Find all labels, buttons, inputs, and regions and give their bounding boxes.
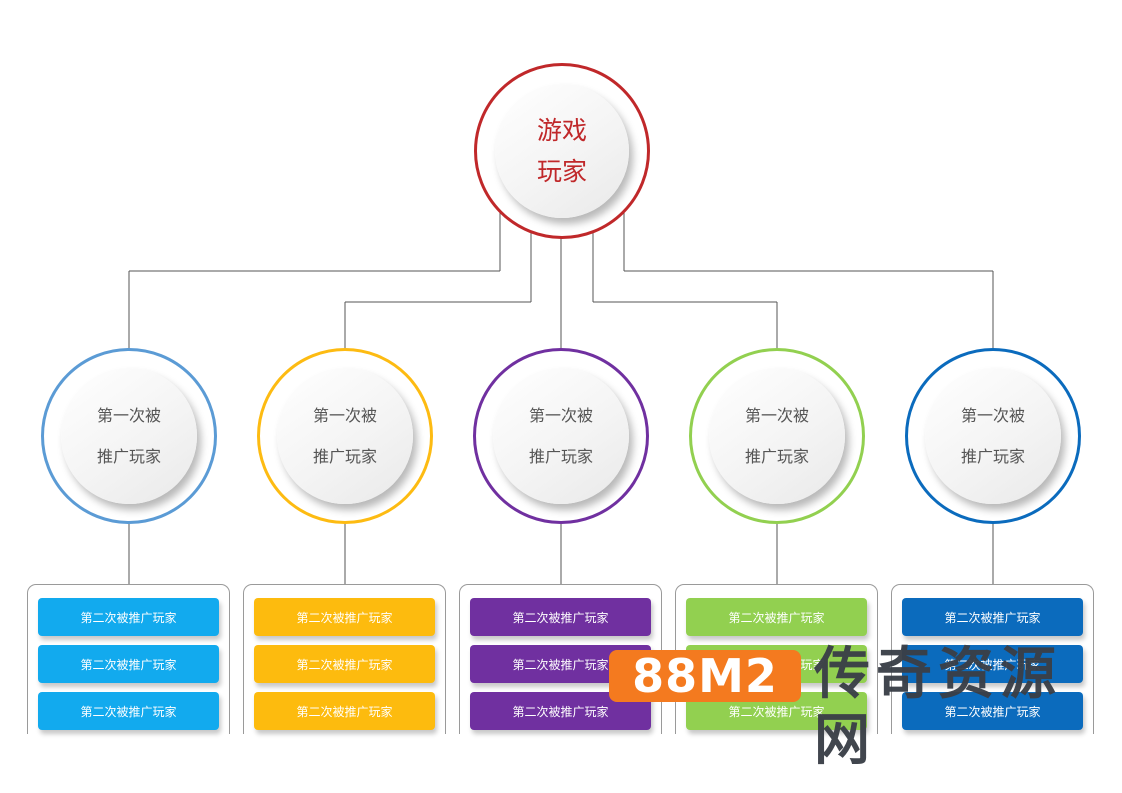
child-node: 第一次被推广玩家	[493, 368, 629, 504]
child-node-label-line2: 推广玩家	[960, 447, 1025, 466]
child-node-label-line1: 第一次被	[312, 406, 377, 425]
child-node-label-line1: 第一次被	[96, 406, 161, 425]
root-node: 游戏 玩家	[495, 84, 629, 218]
root-node-label-line1: 游戏	[536, 116, 587, 145]
sub-node-tag: 第二次被推广玩家	[686, 598, 867, 636]
sub-node-tag: 第二次被推广玩家	[38, 598, 219, 636]
child-node-label-line1: 第一次被	[744, 406, 809, 425]
watermark-badge: 88M2	[609, 649, 801, 703]
sub-list-panel: 第二次被推广玩家第二次被推广玩家第二次被推广玩家	[243, 584, 446, 734]
sub-list-panel: 第二次被推广玩家第二次被推广玩家第二次被推广玩家	[891, 584, 1094, 734]
child-node-label-line2: 推广玩家	[528, 447, 593, 466]
sub-node-tag: 第二次被推广玩家	[38, 645, 219, 683]
sub-node-tag: 第二次被推广玩家	[254, 598, 435, 636]
sub-node-tag: 第二次被推广玩家	[254, 645, 435, 683]
child-node-label-line1: 第一次被	[528, 406, 593, 425]
sub-node-tag: 第二次被推广玩家	[902, 645, 1083, 683]
child-node: 第一次被推广玩家	[709, 368, 845, 504]
child-node-label-line2: 推广玩家	[744, 447, 809, 466]
watermark-text: 传奇资源网	[814, 642, 1062, 773]
sub-node-tag: 第二次被推广玩家	[38, 692, 219, 730]
sub-node-tag: 第二次被推广玩家	[470, 598, 651, 636]
sub-node-tag: 第二次被推广玩家	[902, 598, 1083, 636]
child-node: 第一次被推广玩家	[277, 368, 413, 504]
child-node: 第一次被推广玩家	[925, 368, 1061, 504]
sub-node-tag: 第二次被推广玩家	[254, 692, 435, 730]
watermark: 88M2 传奇资源网	[609, 640, 1104, 773]
child-node-label-line1: 第一次被	[960, 406, 1025, 425]
sub-list-panel: 第二次被推广玩家第二次被推广玩家第二次被推广玩家	[27, 584, 230, 734]
child-node-label-line2: 推广玩家	[312, 447, 377, 466]
child-node: 第一次被推广玩家	[61, 368, 197, 504]
child-node-label-line2: 推广玩家	[96, 447, 161, 466]
sub-node-tag: 第二次被推广玩家	[902, 692, 1083, 730]
root-node-label-line2: 玩家	[536, 157, 587, 186]
